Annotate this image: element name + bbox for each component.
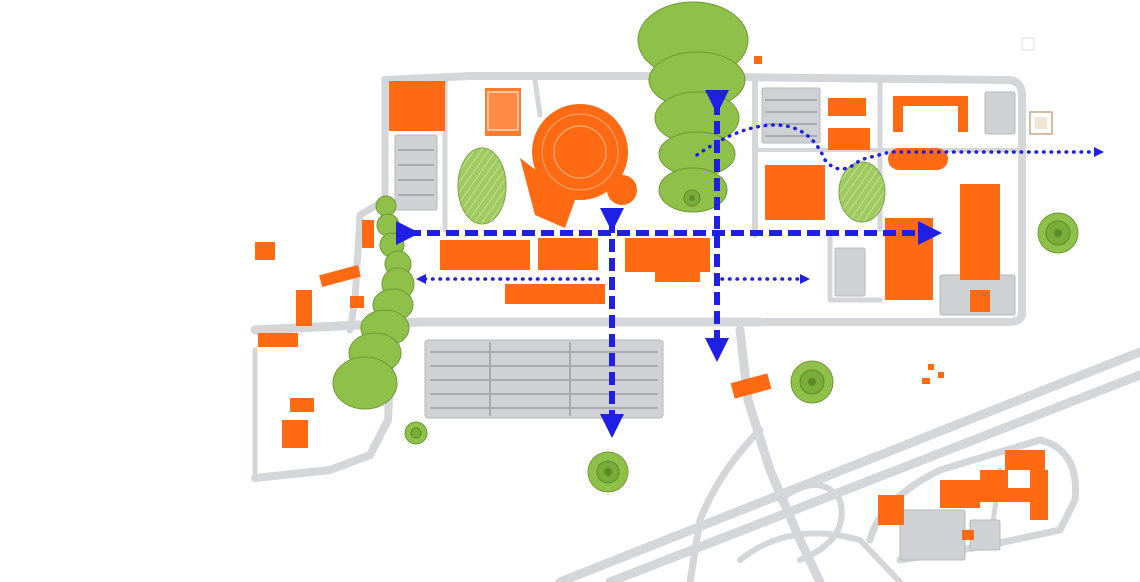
sport-field xyxy=(487,91,519,131)
highway-south-lane xyxy=(605,370,1140,582)
building-se-5 xyxy=(1030,470,1048,520)
parking-lot-east-service xyxy=(834,247,866,297)
interchange-ramp xyxy=(737,530,903,582)
access-road-west-branch xyxy=(686,426,764,582)
arrowhead-secondary-west xyxy=(416,274,426,284)
tree-circle-southwest xyxy=(404,421,428,445)
building-east-long xyxy=(960,184,1000,280)
building-west-5 xyxy=(290,398,314,412)
parking-lot-southeast2 xyxy=(969,519,1001,551)
tree-circle-east xyxy=(1037,212,1079,254)
buildings xyxy=(255,56,1048,540)
lawn-areas xyxy=(457,91,886,225)
tree-circle-canopy-south xyxy=(683,189,701,207)
marker-square xyxy=(1029,111,1053,135)
building-oval-north-east xyxy=(888,148,948,170)
secondary-axes xyxy=(423,123,1097,281)
tree-canopy-north xyxy=(637,1,749,213)
building-courtyard-east xyxy=(765,165,825,220)
inner-road-central xyxy=(532,77,543,118)
building-northwest-block xyxy=(389,81,445,131)
building-small-north-2 xyxy=(828,128,870,150)
road-network xyxy=(250,72,1140,582)
secondary-axis-arrowheads xyxy=(416,147,1104,284)
parking-lot-northeast xyxy=(761,87,821,144)
west-road xyxy=(346,76,389,334)
building-tiny-2 xyxy=(928,364,934,370)
building-west-8 xyxy=(350,296,364,308)
building-gate xyxy=(730,373,772,399)
arrowhead-secondary-north-east xyxy=(1094,147,1104,157)
building-west-3 xyxy=(296,290,312,326)
building-se-1 xyxy=(878,495,904,525)
building-east-small xyxy=(970,290,990,312)
north-ring-road xyxy=(381,72,1026,326)
north-indicator xyxy=(1021,37,1035,51)
parking-lot-far-northeast xyxy=(984,91,1016,135)
building-main-rotunda xyxy=(520,104,637,228)
tree-canopy-west xyxy=(332,195,415,410)
building-se-7 xyxy=(962,530,974,540)
building-west-2 xyxy=(319,265,361,287)
east-service-road xyxy=(827,232,883,303)
building-west-row-1 xyxy=(440,240,530,270)
lawn-east xyxy=(838,161,886,223)
building-west-1 xyxy=(255,242,275,260)
building-west-7 xyxy=(362,220,374,248)
building-east-row-2 xyxy=(655,260,700,282)
highway-north-lane xyxy=(555,347,1140,582)
arrowhead-secondary-east xyxy=(800,274,810,284)
building-west-4 xyxy=(258,333,298,347)
building-tiny-1 xyxy=(754,56,762,64)
building-tiny-3 xyxy=(938,372,944,378)
building-se-2 xyxy=(940,480,980,508)
tree-circle-south xyxy=(587,451,629,493)
building-central-court xyxy=(538,238,598,270)
axis-secondary-north-curve xyxy=(695,123,1097,171)
building-se-3 xyxy=(980,470,1008,502)
tree-circle-gate xyxy=(790,360,834,404)
tree-circles xyxy=(404,189,1079,493)
lawn-west xyxy=(457,147,507,225)
building-north-east-u xyxy=(893,96,968,132)
building-se-4 xyxy=(1005,450,1045,470)
map-markers xyxy=(1021,37,1053,135)
south-campus-road xyxy=(250,317,765,335)
parking-lot-west xyxy=(394,134,438,211)
building-tiny-4 xyxy=(922,378,930,384)
interchange-loop xyxy=(777,482,845,563)
building-small-north xyxy=(828,98,866,116)
building-se-6 xyxy=(1008,488,1030,502)
building-west-6 xyxy=(282,420,308,448)
parking-lot-southeast xyxy=(899,509,966,561)
building-south-long xyxy=(505,284,605,304)
